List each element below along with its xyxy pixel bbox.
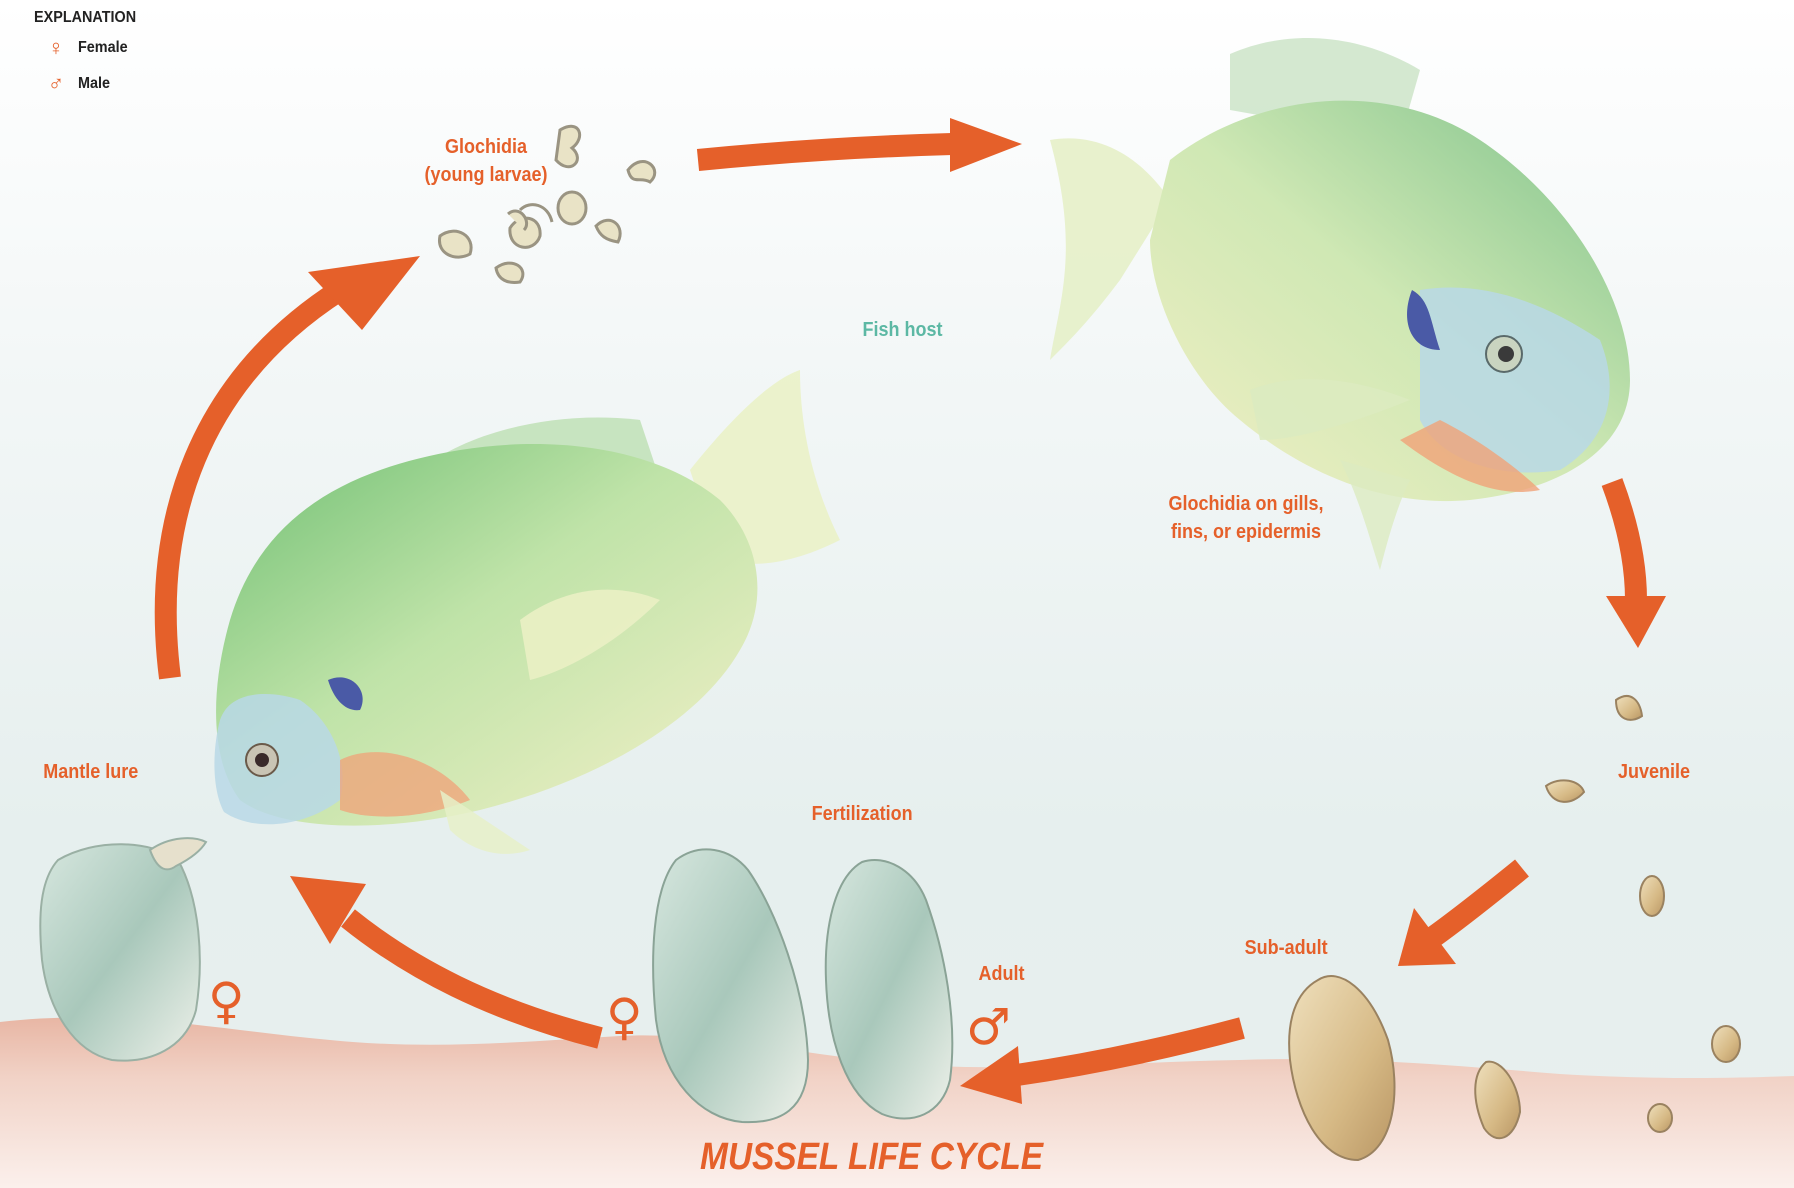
adult-mussel-pair: [653, 849, 952, 1122]
diagram-title: MUSSEL LIFE CYCLE: [700, 1136, 1043, 1179]
female-icon-adult: ♀: [606, 992, 643, 1042]
arrowhead-juvenile: [1606, 596, 1666, 648]
fish-host-right: [1050, 38, 1630, 570]
arrowhead-fish: [950, 118, 1022, 172]
label-fish-host: Fish host: [862, 316, 942, 344]
mantle-lure-mussel: [40, 838, 206, 1060]
male-icon-adult: ♂: [966, 1002, 1011, 1052]
fish-lured-left: [214, 370, 840, 854]
female-icon: ♀: [34, 35, 78, 61]
arrow-glochidia-to-fish: [698, 144, 952, 160]
label-on-gills-line2: fins, or epidermis: [1156, 518, 1336, 546]
legend-label-male: Male: [78, 75, 110, 93]
label-sub-adult: Sub-adult: [1245, 934, 1328, 962]
legend: EXPLANATION ♀ Female ♂ Male: [34, 6, 147, 102]
legend-title: EXPLANATION: [34, 6, 136, 30]
label-glochidia-line2: (young larvae): [396, 161, 576, 189]
label-mantle-lure: Mantle lure: [43, 758, 138, 786]
female-icon-mantle: ♀: [208, 976, 245, 1026]
label-glochidia-on-gills: Glochidia on gills, fins, or epidermis: [1156, 490, 1336, 546]
label-juvenile: Juvenile: [1618, 758, 1690, 786]
legend-label-female: Female: [78, 39, 128, 57]
arrow-adult-to-fish: [348, 918, 600, 1038]
label-glochidia-line1: Glochidia: [396, 133, 576, 161]
legend-item-female: ♀ Female: [34, 30, 147, 66]
legend-item-male: ♂ Male: [34, 66, 147, 102]
arrow-juvenile-to-subadult: [1432, 868, 1522, 938]
label-fertilization: Fertilization: [812, 800, 913, 828]
male-icon: ♂: [34, 71, 78, 97]
label-glochidia: Glochidia (young larvae): [396, 133, 576, 189]
label-adult: Adult: [979, 960, 1025, 988]
label-on-gills-line1: Glochidia on gills,: [1156, 490, 1336, 518]
arrow-fish-to-juvenile: [1612, 482, 1636, 600]
